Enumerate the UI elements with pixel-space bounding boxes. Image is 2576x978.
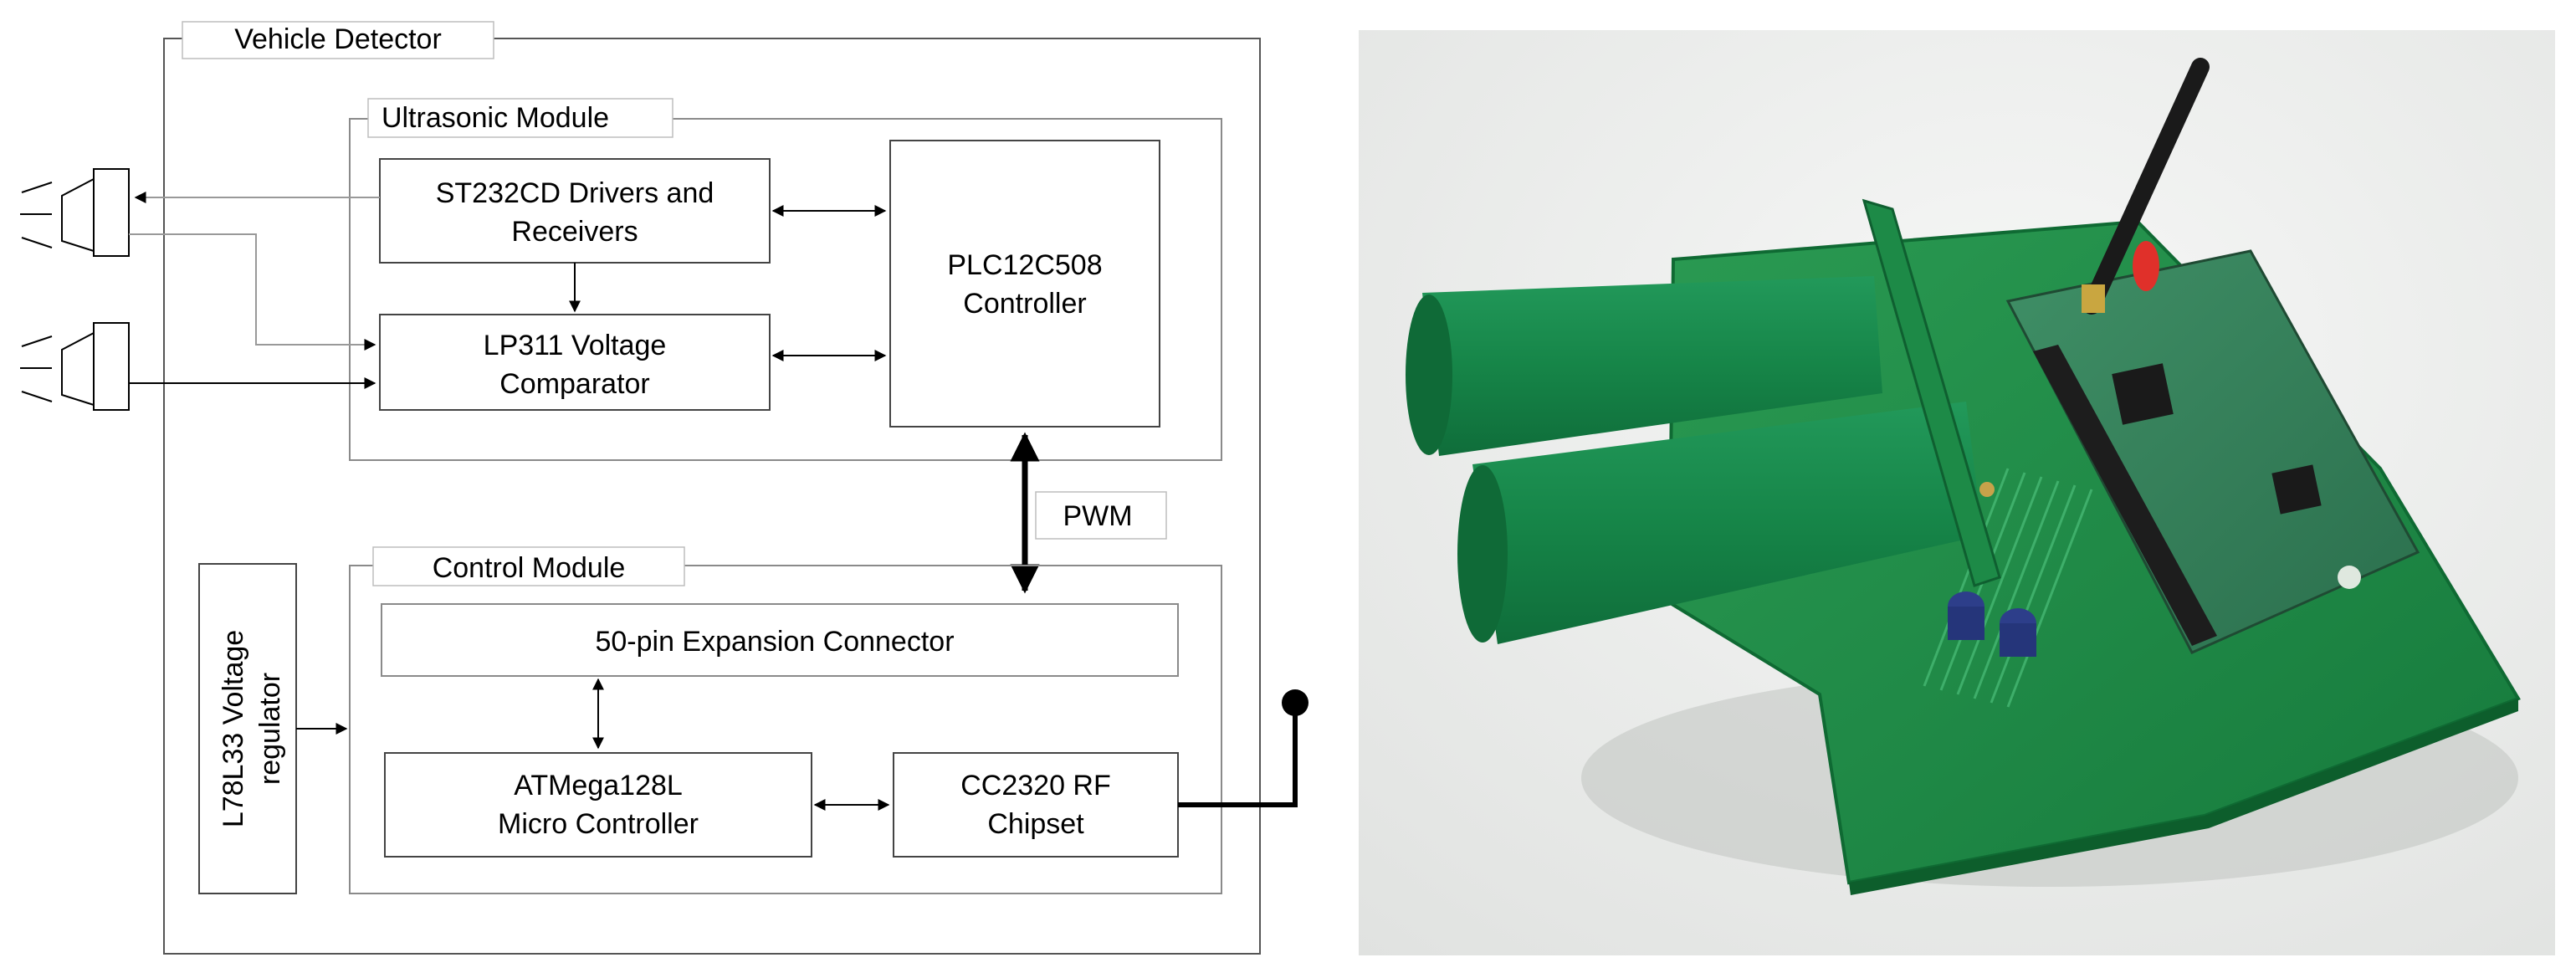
voltage-comparator-block — [379, 314, 771, 411]
ultrasonic-module-frame — [349, 118, 1222, 461]
ultrasonic-sensor-tube-lower — [1457, 402, 1983, 644]
control-module-label: Control Module — [433, 552, 626, 584]
driver-block-line1: ST232CD Drivers and — [436, 177, 714, 209]
comparator-block-line1: LP311 Voltage — [484, 330, 667, 361]
mcu-block-line1: ATMega128L — [514, 770, 683, 801]
mcu-block — [384, 752, 812, 858]
controller-block-line1: PLC12C508 — [947, 249, 1102, 281]
control-module-frame — [349, 565, 1222, 894]
pwm-label: PWM — [1063, 500, 1132, 532]
voltage-regulator-block — [198, 563, 297, 894]
whip-antenna-icon — [2082, 58, 2210, 315]
driver-receiver-block — [379, 158, 771, 264]
ultrasonic-receiver-icon — [20, 322, 130, 411]
block-diagram: Vehicle Detector Ultrasonic Module ST232… — [20, 21, 1308, 955]
vehicle-detector-frame — [163, 38, 1261, 955]
ultrasonic-sensor-tube-upper — [1406, 276, 1882, 456]
capacitor-components — [1948, 591, 2036, 657]
driver-block-line2: Receivers — [511, 216, 638, 248]
regulator-line1: L78L33 Voltage — [218, 630, 249, 827]
antenna-icon — [1282, 689, 1308, 716]
vehicle-detector-label: Vehicle Detector — [234, 23, 442, 55]
controller-block-line2: Controller — [963, 288, 1086, 320]
mcu-block-line2: Micro Controller — [498, 808, 699, 840]
ultrasonic-transmitter-icon — [20, 168, 130, 257]
rf-block-line1: CC2320 RF — [960, 770, 1111, 801]
wireless-module — [2005, 249, 2420, 654]
rf-chip — [2271, 464, 2322, 515]
ultrasonic-module-label: Ultrasonic Module — [382, 102, 609, 134]
expansion-connector-text: 50-pin Expansion Connector — [595, 626, 954, 658]
expansion-connector-block — [381, 603, 1179, 677]
regulator-line2: regulator — [254, 673, 286, 785]
rf-block-line2: Chipset — [987, 808, 1084, 840]
plc-controller-block — [889, 140, 1160, 428]
comparator-block-line2: Comparator — [499, 368, 650, 400]
prototype-photo — [1359, 30, 2555, 955]
transmitter-to-comparator-line — [129, 233, 376, 351]
sensor-pcb — [1862, 198, 2001, 587]
mcu-chip — [2112, 363, 2174, 425]
antenna-line — [1178, 704, 1298, 807]
red-led — [2133, 241, 2159, 291]
rf-chipset-block — [893, 752, 1179, 858]
